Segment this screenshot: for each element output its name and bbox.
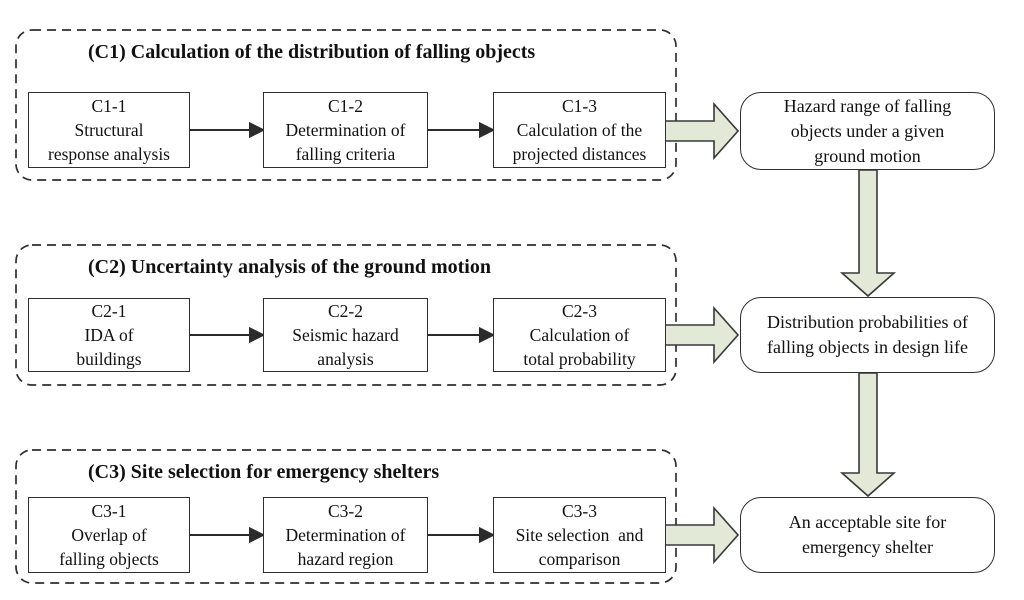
step-code: C3-2 <box>328 501 363 521</box>
step-box-c3-1: C3-1 Overlap of falling objects <box>28 497 190 573</box>
output-box-hazard-range: Hazard range of falling objects under a … <box>740 92 995 170</box>
step-code: C1-2 <box>328 96 363 116</box>
output-label: An acceptable site for <box>788 512 947 532</box>
block-arrow-down-1-icon <box>839 169 897 298</box>
output-label: objects under a given <box>790 120 945 141</box>
step-box-c3-2: C3-2 Determination of hazard region <box>263 497 428 573</box>
step-label: falling objects <box>59 549 159 569</box>
group-c3-title: (C3) Site selection for emergency shelte… <box>88 461 440 483</box>
group-c1-dashed-border <box>15 29 677 181</box>
step-label: total probability <box>523 349 636 369</box>
step-box-c2-2: C2-2 Seismic hazard analysis <box>263 298 428 372</box>
step-arrow-head-icon <box>479 121 496 139</box>
block-arrow-right-c2-icon <box>663 305 740 365</box>
step-label: IDA of <box>84 325 134 345</box>
group-c1-title: (C1) Calculation of the distribution of … <box>88 41 536 63</box>
step-label: projected distances <box>512 144 647 164</box>
step-arrow-head-icon <box>479 526 496 544</box>
block-arrow-right-c1-icon <box>663 101 740 161</box>
step-label: hazard region <box>297 549 394 569</box>
group-c2-title: (C2) Uncertainty analysis of the ground … <box>88 256 491 278</box>
output-label: Distribution probabilities of <box>767 312 968 332</box>
step-label: Overlap of <box>71 525 147 545</box>
step-arrow-head-icon <box>249 326 266 344</box>
step-code: C3-3 <box>562 501 597 521</box>
group-c2-dashed-border <box>15 244 677 386</box>
block-arrow-right-c3-icon <box>663 505 740 565</box>
step-label: falling criteria <box>295 144 396 164</box>
step-label: Determination of <box>285 120 406 140</box>
output-box-acceptable-site: An acceptable site for emergency shelter <box>740 497 995 573</box>
step-code: C2-1 <box>91 301 127 321</box>
step-box-c1-2: C1-2 Determination of falling criteria <box>263 92 428 168</box>
output-label: emergency shelter <box>801 537 934 557</box>
step-arrow-head-icon <box>479 326 496 344</box>
output-label: ground motion <box>814 145 921 166</box>
step-box-c2-1: C2-1 IDA of buildings <box>28 298 190 372</box>
step-code: C1-3 <box>562 96 597 116</box>
step-box-c1-3: C1-3 Calculation of the projected distan… <box>493 92 666 168</box>
output-label: Hazard range of falling <box>783 95 952 116</box>
step-label: Determination of <box>285 525 406 545</box>
step-code: C1-1 <box>91 96 127 116</box>
step-code: C2-2 <box>328 301 363 321</box>
step-label: Calculation of the <box>516 120 643 140</box>
step-label: Site selection and <box>515 525 644 545</box>
step-box-c2-3: C2-3 Calculation of total probability <box>493 298 666 372</box>
step-code: C2-3 <box>562 301 597 321</box>
step-code: C3-1 <box>91 501 127 521</box>
step-label: Calculation of <box>529 325 630 345</box>
step-label: buildings <box>76 349 142 369</box>
step-box-c3-3: C3-3 Site selection and comparison <box>493 497 666 573</box>
output-box-distribution-probabilities: Distribution probabilities of falling ob… <box>740 297 995 373</box>
step-arrow-head-icon <box>249 121 266 139</box>
block-arrow-down-2-icon <box>839 372 897 498</box>
step-label: Seismic hazard <box>292 325 399 345</box>
step-box-c1-1: C1-1 Structural response analysis <box>28 92 190 168</box>
step-label: comparison <box>538 549 621 569</box>
step-label: analysis <box>317 349 374 369</box>
step-label: Structural <box>74 120 144 140</box>
step-arrow-head-icon <box>249 526 266 544</box>
step-label: response analysis <box>48 144 170 164</box>
output-label: falling objects in design life <box>767 337 968 357</box>
